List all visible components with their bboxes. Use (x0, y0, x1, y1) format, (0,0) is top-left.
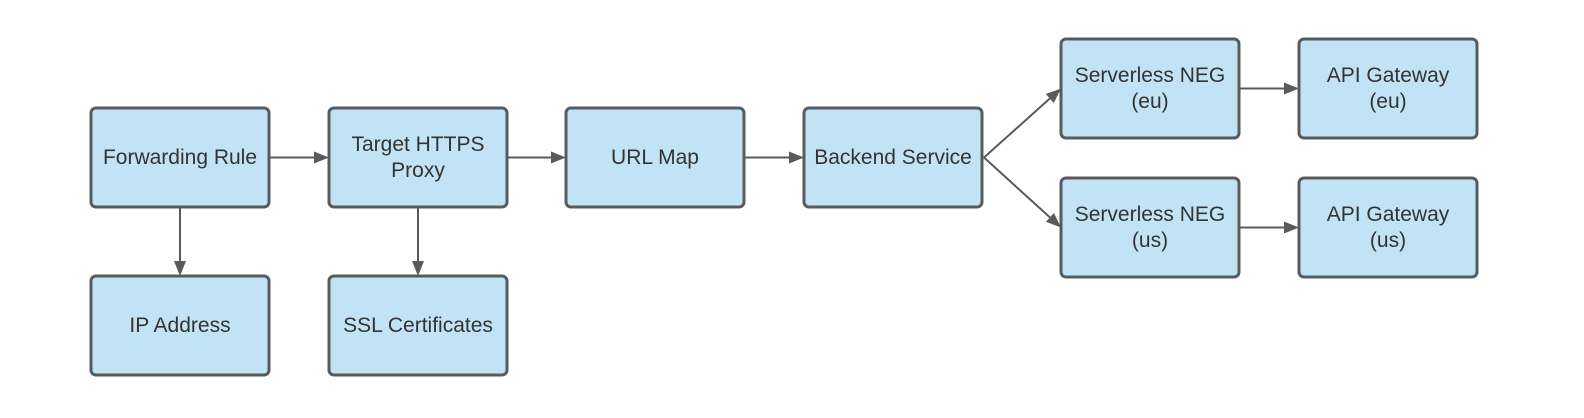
node-backend-service: Backend Service (802, 106, 984, 209)
edge-forwarding-rule-to-ip-address (174, 207, 186, 276)
arrow-head-icon (412, 261, 424, 276)
node-label: Serverless NEG (1075, 203, 1226, 226)
node-label: Proxy (391, 159, 445, 182)
arrow-head-icon (1284, 221, 1299, 234)
edge-serverless-neg-eu-to-api-gateway-eu (1239, 82, 1299, 95)
node-label: URL Map (611, 146, 699, 169)
node-box (802, 106, 984, 209)
node-box (89, 106, 271, 209)
node-label: (us) (1370, 229, 1406, 252)
edge-forwarding-rule-to-target-https-proxy (269, 151, 329, 164)
arrow-head-icon (1045, 88, 1061, 103)
node-label: (eu) (1131, 90, 1168, 113)
node-label: (us) (1132, 229, 1168, 252)
edge-target-https-proxy-to-url-map (507, 151, 566, 164)
arrow-head-icon (174, 261, 186, 276)
node-label: IP Address (129, 314, 230, 337)
node-box (1297, 37, 1479, 140)
node-api-gateway-us: API Gateway (us) (1297, 176, 1479, 279)
node-box (1297, 176, 1479, 279)
edge-line (983, 156, 1051, 219)
node-label: SSL Certificates (343, 314, 493, 337)
node-label: Forwarding Rule (103, 146, 257, 169)
node-forwarding-rule: Forwarding Rule (89, 106, 271, 209)
node-url-map: URL Map (564, 106, 746, 209)
node-target-https-proxy: Target HTTPS Proxy (327, 106, 509, 209)
arrow-head-icon (1284, 82, 1299, 95)
node-api-gateway-eu: API Gateway (eu) (1297, 37, 1479, 140)
node-label: API Gateway (1327, 203, 1450, 226)
node-ip-address: IP Address (89, 274, 271, 377)
edges-layer (174, 82, 1299, 276)
arrow-head-icon (551, 151, 566, 164)
node-ssl-certificates: SSL Certificates (327, 274, 509, 377)
node-box (1059, 176, 1241, 279)
node-label: Target HTTPS (351, 133, 484, 156)
edge-url-map-to-backend-service (744, 151, 804, 164)
arrow-head-icon (1045, 213, 1061, 228)
node-box (89, 274, 271, 377)
node-serverless-neg-eu: Serverless NEG (eu) (1059, 37, 1241, 140)
node-serverless-neg-us: Serverless NEG (us) (1059, 176, 1241, 279)
node-label: API Gateway (1327, 64, 1450, 87)
node-label: Backend Service (814, 146, 972, 169)
edge-serverless-neg-us-to-api-gateway-us (1239, 221, 1299, 234)
edge-backend-service-to-serverless-neg-eu (983, 88, 1061, 159)
node-box (327, 274, 509, 377)
node-label: Serverless NEG (1075, 64, 1226, 87)
node-box (564, 106, 746, 209)
arrow-head-icon (789, 151, 804, 164)
arrow-head-icon (314, 151, 329, 164)
edge-backend-service-to-serverless-neg-us (983, 156, 1061, 228)
nodes-layer: Forwarding Rule Target HTTPS Proxy URL Map B… (89, 37, 1479, 377)
edge-target-https-proxy-to-ssl-certificates (412, 207, 424, 276)
edge-line (983, 97, 1051, 159)
node-box (1059, 37, 1241, 140)
node-box (327, 106, 509, 209)
node-label: (eu) (1369, 90, 1406, 113)
